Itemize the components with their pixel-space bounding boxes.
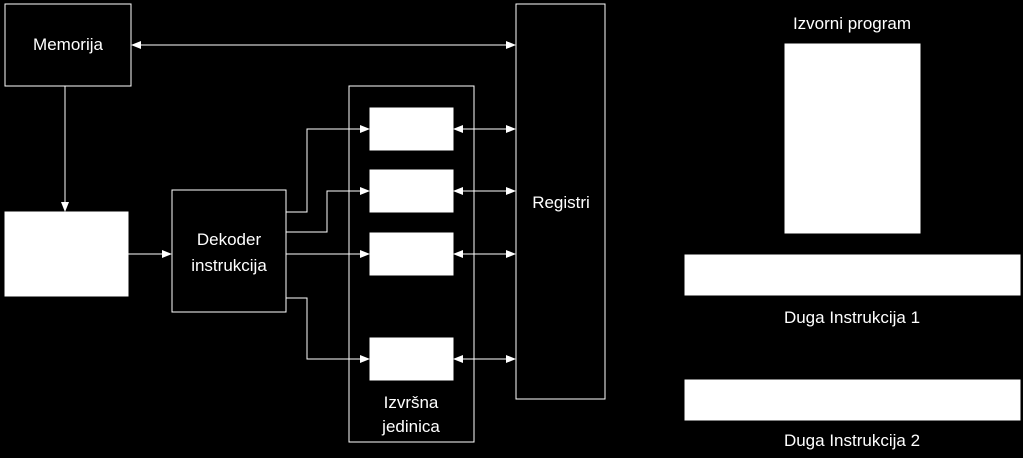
decoder-fu4-line	[286, 297, 362, 360]
registers-block	[515, 3, 606, 400]
fu2-back-arrowhead	[453, 187, 463, 195]
exec-unit-label-line1: Izvršna	[384, 393, 439, 412]
registers-top-arrowhead	[506, 41, 516, 49]
fu4-arrowhead	[360, 355, 370, 363]
long-instruction-2-label: Duga Instrukcija 2	[784, 431, 920, 450]
memory-label: Memorija	[33, 35, 103, 54]
decoder-block	[171, 189, 287, 313]
functional-unit-4	[369, 337, 454, 381]
fu2-arrowhead	[360, 187, 370, 195]
functional-unit-1	[369, 107, 454, 151]
buffer-arrowhead	[61, 202, 69, 212]
registers-fu2-arrowhead	[506, 187, 516, 195]
memory-arrowhead	[131, 41, 141, 49]
fu3-back-arrowhead	[453, 250, 463, 258]
registers-fu4-arrowhead	[506, 355, 516, 363]
long-instruction-1-bar	[684, 254, 1021, 296]
fu3-arrowhead	[360, 250, 370, 258]
decoder-fu2-line	[286, 190, 362, 233]
decoder-label-line2: instrukcija	[191, 256, 267, 275]
source-program-label: Izvorni program	[793, 14, 911, 33]
fu1-arrowhead	[360, 125, 370, 133]
functional-unit-3	[369, 232, 454, 276]
decoder-arrowhead	[162, 250, 172, 258]
fu1-back-arrowhead	[453, 125, 463, 133]
source-program-block	[784, 43, 921, 234]
instruction-buffer-block	[4, 211, 129, 297]
execution-unit-block	[348, 85, 475, 443]
long-instruction-1-label: Duga Instrukcija 1	[784, 308, 920, 327]
exec-unit-label-line2: jedinica	[381, 417, 440, 436]
registers-fu3-arrowhead	[506, 250, 516, 258]
fu4-back-arrowhead	[453, 355, 463, 363]
registers-fu1-arrowhead	[506, 125, 516, 133]
registers-label: Registri	[532, 193, 590, 212]
long-instruction-2-bar	[684, 379, 1021, 421]
decoder-fu1-line	[286, 128, 362, 213]
functional-unit-2	[369, 169, 454, 213]
decoder-label-line1: Dekoder	[197, 230, 262, 249]
